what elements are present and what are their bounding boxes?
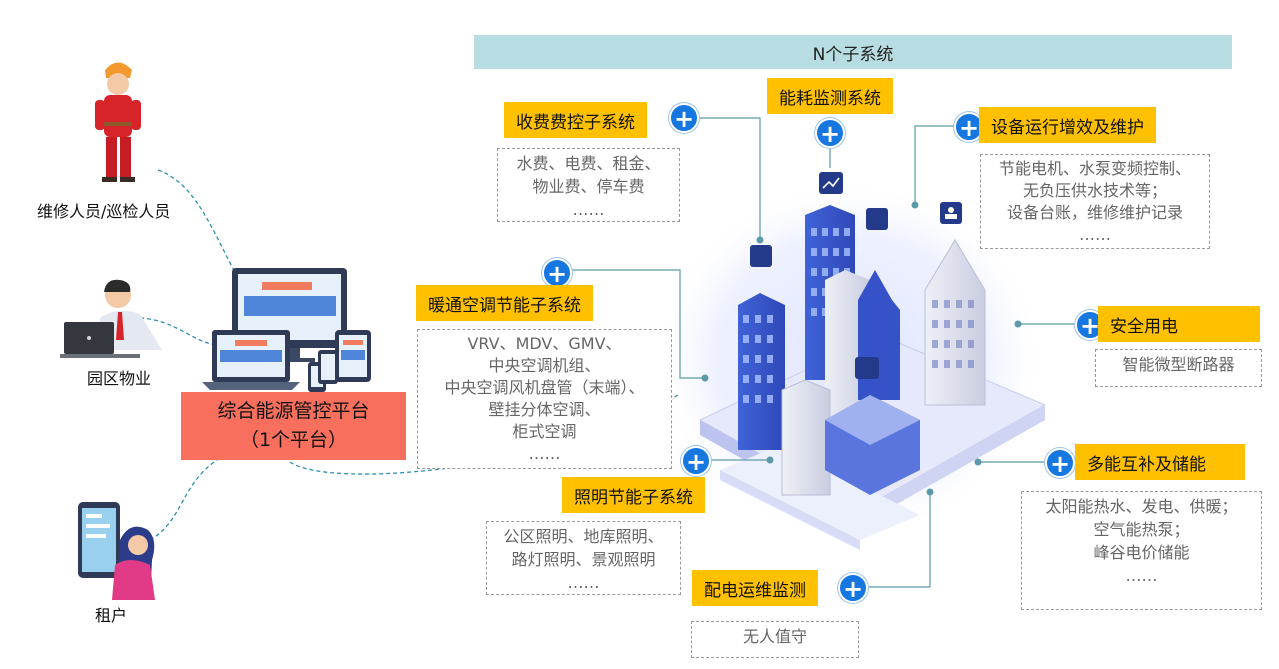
desc-line: ……	[572, 200, 605, 219]
worker-figure	[95, 62, 141, 182]
desc-line: 智能微型断路器	[1122, 355, 1235, 374]
billing-plus-icon[interactable]: +	[669, 103, 699, 133]
desc-line: 太阳能热水、发电、供暖；	[1045, 497, 1238, 516]
platform-line1: 综合能源管控平台	[217, 400, 370, 422]
desc-line: 壁挂分体空调、	[488, 400, 601, 419]
energy-monitor-title: 能耗监测系统	[767, 78, 893, 114]
platform-line2: （1个平台）	[239, 429, 348, 451]
equipment-title: 设备运行增效及维护	[979, 107, 1156, 143]
desc-line: 中央空调风机盘管（末端）、	[444, 378, 645, 397]
header-bar: N个子系统	[474, 35, 1232, 69]
desc-line: 峰谷电价储能	[1093, 543, 1190, 562]
power-dist-title: 配电运维监测	[692, 570, 818, 606]
safety-desc: 智能微型断路器	[1095, 349, 1262, 387]
building-white-front	[781, 379, 831, 496]
devices-illustration	[202, 268, 371, 392]
building-blue-left	[738, 293, 785, 450]
desc-line: 节能电机、水泵变频控制、	[998, 159, 1191, 178]
multi-energy-plus-icon[interactable]: +	[1045, 448, 1075, 478]
hvac-plus-icon[interactable]: +	[542, 258, 572, 288]
lighting-title: 照明节能子系统	[562, 477, 705, 513]
tenant-label: 租户	[95, 606, 128, 625]
lighting-plus-icon[interactable]: +	[681, 446, 711, 476]
desc-line: 无负压供水技术等；	[1022, 181, 1167, 200]
power-dist-plus-icon[interactable]: +	[838, 573, 868, 603]
desc-line: 空气能热泵；	[1093, 520, 1190, 539]
desc-line: ……	[1079, 225, 1111, 244]
desc-line: ……	[528, 444, 561, 463]
property-label: 园区物业	[87, 369, 152, 388]
safety-title: 安全用电	[1098, 306, 1260, 342]
billing-desc: 水费、电费、租金、 物业费、停车费 ……	[497, 148, 680, 222]
header-title: N个子系统	[812, 44, 894, 65]
desc-line: 公区照明、地库照明、	[503, 527, 664, 546]
badge-icons	[750, 172, 962, 379]
tenant-figure	[78, 502, 155, 600]
desc-line: 物业费、停车费	[532, 177, 645, 196]
property-manager-figure	[60, 279, 162, 358]
desc-line: 无人值守	[742, 627, 807, 646]
desc-line: 水费、电费、租金、	[516, 154, 661, 173]
energy-monitor-plus-icon[interactable]: +	[815, 118, 845, 148]
desc-line: 中央空调机组、	[488, 356, 601, 375]
billing-title: 收费费控子系统	[504, 102, 647, 138]
hvac-desc: VRV、MDV、GMV、 中央空调机组、 中央空调风机盘管（末端）、 壁挂分体空…	[417, 329, 672, 469]
hvac-title: 暖通空调节能子系统	[416, 285, 593, 321]
multi-energy-desc: 太阳能热水、发电、供暖； 空气能热泵； 峰谷电价储能 ……	[1021, 491, 1262, 610]
desc-line: 柜式空调	[512, 422, 577, 441]
lighting-desc: 公区照明、地库照明、 路灯照明、景观照明 ……	[486, 521, 681, 595]
desc-line: ……	[1125, 566, 1158, 585]
desc-line: ……	[567, 573, 600, 592]
platform-box[interactable]: 综合能源管控平台 （1个平台）	[181, 392, 406, 460]
desc-line: VRV、MDV、GMV、	[467, 334, 622, 353]
desc-line: 设备台账，维修维护记录	[1006, 203, 1183, 222]
multi-energy-title: 多能互补及储能	[1075, 444, 1245, 480]
safety-plus-icon[interactable]: +	[1075, 310, 1105, 340]
equipment-desc: 节能电机、水泵变频控制、 无负压供水技术等； 设备台账，维修维护记录 ……	[980, 154, 1210, 249]
power-dist-desc: 无人值守	[691, 621, 859, 658]
desc-line: 路灯照明、景观照明	[511, 550, 656, 569]
maintenance-label: 维修人员/巡检人员	[37, 202, 171, 221]
